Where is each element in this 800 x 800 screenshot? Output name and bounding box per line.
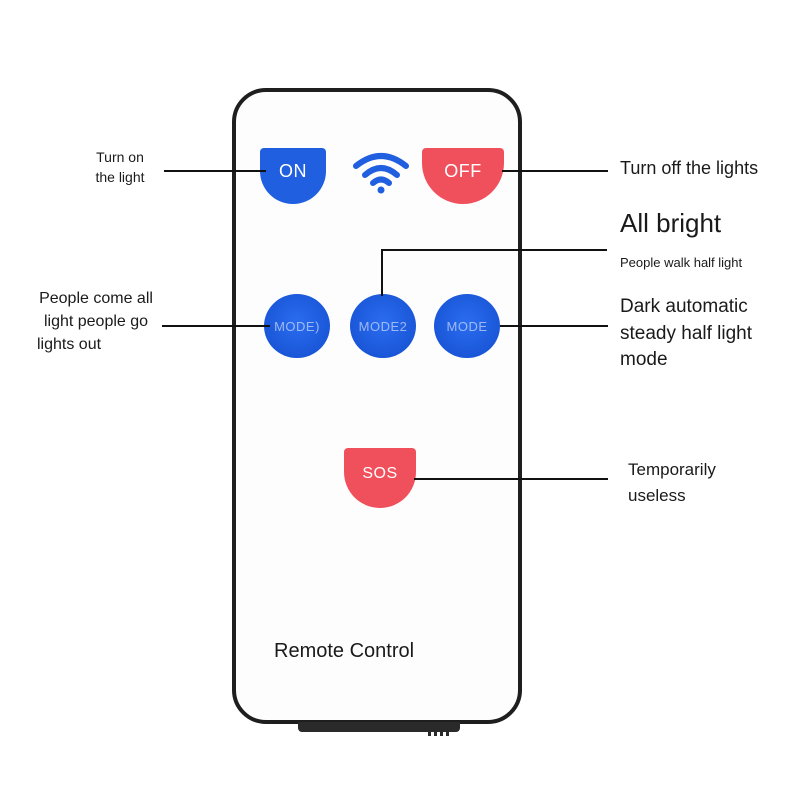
mode2-button-label: MODE2 (358, 318, 408, 334)
label-turn-on-line1: Turn on (96, 149, 144, 165)
label-dark-auto-line3: mode (620, 349, 668, 371)
remote-title: Remote Control (274, 640, 415, 662)
sos-button-label: SOS (362, 465, 398, 482)
label-people-come-line1: People come all (39, 290, 153, 307)
mode2-button[interactable]: MODE2 (350, 294, 416, 358)
callout-line-mode3 (500, 325, 608, 327)
mode1-button[interactable]: MODE) (264, 294, 330, 358)
on-button-label: ON (279, 160, 307, 181)
label-dark-auto: Dark automatic steady half light mode (620, 294, 752, 374)
label-sos-note-line2: useless (628, 485, 686, 505)
remote-foot (298, 722, 460, 736)
label-sos-note-line1: Temporarily (628, 460, 716, 479)
callout-line-mode2-vertical (381, 250, 383, 296)
mode3-button-label: MODE (446, 318, 488, 334)
mode1-button-label: MODE) (274, 318, 320, 334)
label-people-come-line3: lights out (37, 336, 102, 354)
callout-line-on (164, 170, 266, 172)
label-all-bright: All bright (620, 208, 722, 238)
label-walk-half: People walk half light (620, 255, 743, 270)
label-dark-auto-line2: steady half light (620, 322, 753, 344)
label-people-come: People come all light people go lights o… (30, 287, 162, 357)
label-people-come-line2: light people go (43, 313, 149, 331)
label-sos-note: Temporarily useless (628, 457, 716, 508)
off-button-label: OFF (444, 160, 482, 181)
label-turn-on: Turn on the light (80, 147, 160, 188)
callout-line-mode2-horizontal (381, 249, 607, 251)
on-button[interactable]: ON (260, 148, 326, 204)
wifi-signal-icon (353, 153, 409, 194)
callout-line-off (502, 170, 608, 172)
callout-line-sos (414, 478, 608, 480)
label-dark-auto-line1: Dark automatic (620, 296, 748, 317)
callout-line-mode1 (162, 325, 270, 327)
label-turn-on-line2: the light (95, 169, 145, 186)
sos-button[interactable]: SOS (344, 448, 416, 508)
mode3-button[interactable]: MODE (434, 294, 500, 358)
label-turn-off: Turn off the lights (620, 158, 759, 178)
